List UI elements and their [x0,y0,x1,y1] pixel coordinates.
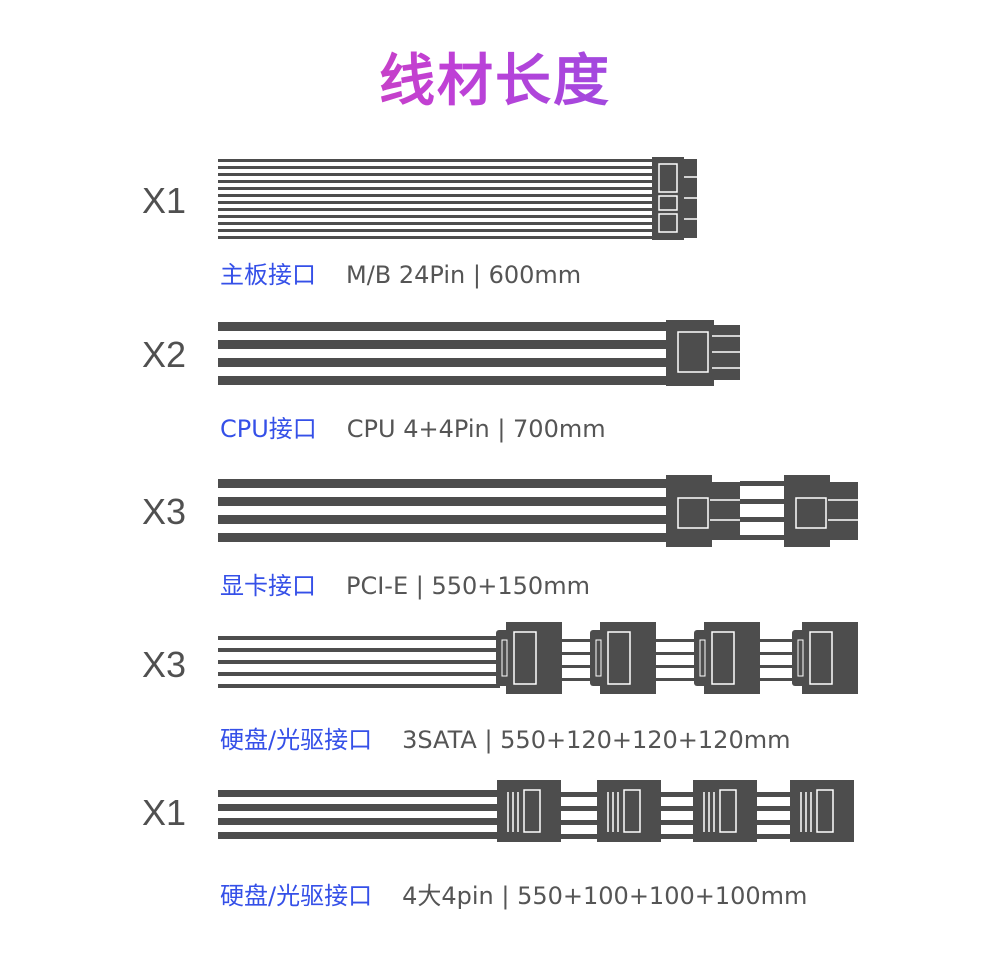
cpu-4plus4-connector [666,320,740,386]
molex-connector-1 [497,780,561,842]
interface-name-molex: 硬盘/光驱接口 [220,882,373,910]
spec-sata: 3SATA | 550+120+120+120mm [402,726,791,754]
sata-cable-wires [218,636,798,688]
mb-24pin-connector [652,157,697,240]
pcie-connector-2pin [784,475,858,547]
quantity-mb: X1 [142,180,187,221]
mb-cable-wires [218,159,654,239]
molex-connector-4 [790,780,854,842]
interface-name-cpu: CPU接口 [220,415,317,443]
quantity-pcie: X3 [142,491,187,532]
label-pcie: 显卡接口 PCI-E | 550+150mm [220,566,590,601]
sata-connector-1 [496,622,562,694]
spec-molex: 4大4pin | 550+100+100+100mm [402,882,808,910]
label-molex: 硬盘/光驱接口 4大4pin | 550+100+100+100mm [220,876,807,911]
quantity-sata: X3 [142,644,187,685]
molex-connector-3 [693,780,757,842]
pcie-connector-6pin [666,475,740,547]
sata-connector-3 [694,622,760,694]
page-title: 线材长度 [0,36,990,117]
sata-connector-4 [792,622,858,694]
label-mb: 主板接口 M/B 24Pin | 600mm [220,255,581,290]
label-sata: 硬盘/光驱接口 3SATA | 550+120+120+120mm [220,720,790,755]
pcie-cable-wires [218,479,786,542]
molex-cable-wires [218,790,792,839]
spec-mb: M/B 24Pin | 600mm [346,261,582,289]
interface-name-sata: 硬盘/光驱接口 [220,726,373,754]
cpu-cable-wires [218,322,668,385]
interface-name-mb: 主板接口 [220,261,316,289]
interface-name-pcie: 显卡接口 [220,572,316,600]
label-cpu: CPU接口 CPU 4+4Pin | 700mm [220,409,606,444]
spec-cpu: CPU 4+4Pin | 700mm [346,415,606,443]
quantity-cpu: X2 [142,334,187,375]
quantity-molex: X1 [142,792,187,833]
sata-connector-2 [590,622,656,694]
spec-pcie: PCI-E | 550+150mm [346,572,590,600]
molex-connector-2 [597,780,661,842]
